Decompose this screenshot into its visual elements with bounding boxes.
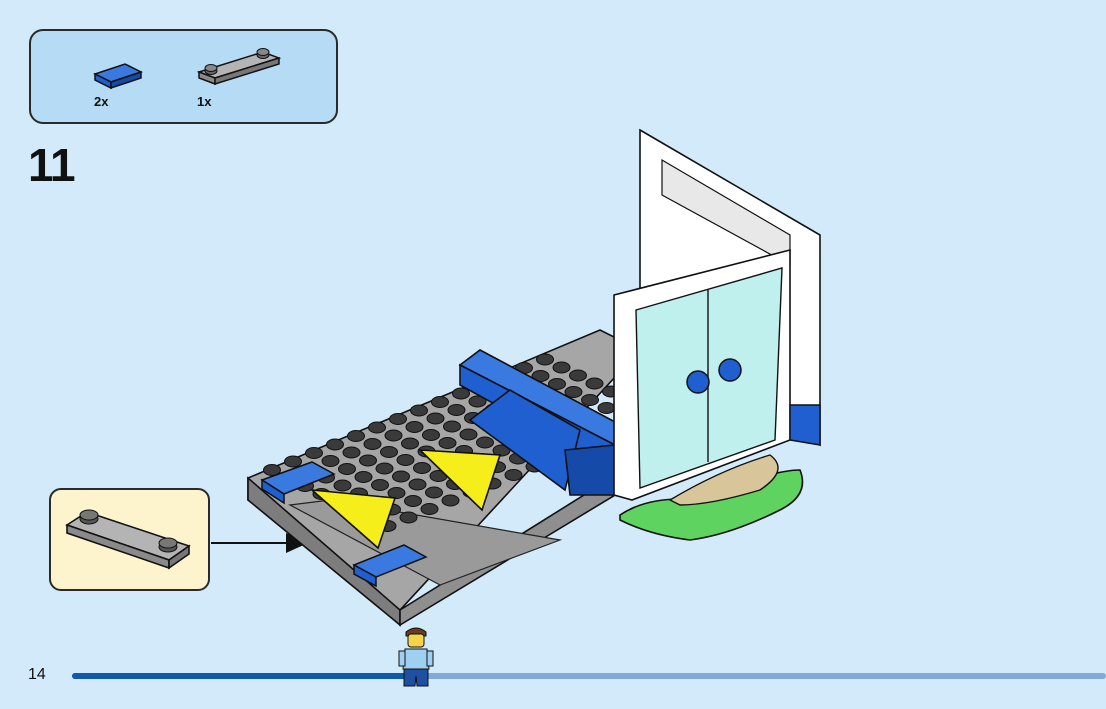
stud bbox=[425, 486, 443, 499]
blue-tile-icon bbox=[93, 63, 143, 90]
stud bbox=[492, 444, 511, 457]
window-frame bbox=[613, 128, 821, 501]
stud bbox=[342, 446, 361, 459]
stud bbox=[284, 455, 302, 468]
stud bbox=[552, 361, 571, 374]
stud bbox=[476, 436, 494, 449]
stud bbox=[404, 495, 422, 507]
stud bbox=[371, 479, 389, 491]
progress-fill bbox=[72, 673, 409, 679]
green-plant bbox=[619, 454, 804, 541]
stud bbox=[321, 455, 340, 467]
progress-track bbox=[72, 673, 1106, 679]
stud bbox=[347, 430, 365, 442]
step-number: 11 bbox=[28, 139, 76, 191]
stud bbox=[438, 437, 457, 449]
stud bbox=[426, 412, 445, 425]
stud bbox=[420, 503, 439, 515]
stud bbox=[410, 404, 428, 417]
stud bbox=[405, 421, 424, 433]
stud bbox=[585, 377, 604, 390]
stud bbox=[333, 479, 352, 492]
stud bbox=[384, 429, 403, 442]
stud bbox=[387, 487, 406, 499]
stud bbox=[459, 428, 478, 441]
stud bbox=[536, 353, 554, 366]
stud bbox=[413, 462, 431, 474]
stud bbox=[305, 447, 323, 459]
stud bbox=[359, 454, 377, 467]
stud bbox=[443, 420, 461, 433]
stud bbox=[392, 470, 410, 483]
stud bbox=[548, 378, 566, 390]
stud bbox=[363, 438, 382, 450]
stud bbox=[504, 469, 523, 481]
stud bbox=[263, 464, 281, 476]
stud bbox=[338, 463, 356, 475]
pointer-arrow-icon bbox=[211, 533, 308, 553]
quantity-gray-plate: 1x bbox=[197, 94, 212, 109]
stud bbox=[401, 437, 419, 450]
page-number: 14 bbox=[28, 666, 46, 683]
stud bbox=[368, 421, 386, 434]
stud bbox=[399, 511, 418, 524]
stud bbox=[326, 438, 344, 451]
stud bbox=[468, 395, 487, 408]
stud bbox=[447, 404, 466, 416]
stud bbox=[396, 454, 415, 466]
stud bbox=[354, 471, 373, 483]
stud bbox=[375, 462, 394, 475]
stud bbox=[422, 429, 440, 441]
stud bbox=[569, 369, 587, 382]
quantity-blue-tile: 2x bbox=[94, 94, 109, 109]
callout-box bbox=[49, 488, 210, 591]
stud bbox=[564, 386, 583, 398]
stud bbox=[597, 402, 616, 414]
parts-list-box: 2x 1x bbox=[29, 29, 338, 124]
yellow-tiles bbox=[309, 449, 502, 550]
stud bbox=[452, 387, 470, 400]
stud bbox=[431, 396, 449, 408]
stud bbox=[380, 446, 398, 458]
stud bbox=[389, 413, 407, 425]
gray-plate-icon bbox=[196, 48, 282, 86]
stud bbox=[441, 494, 460, 507]
blue-tiles bbox=[260, 461, 428, 588]
gray-plate-icon bbox=[65, 509, 191, 570]
stud bbox=[581, 394, 599, 406]
stud bbox=[408, 478, 427, 491]
minifigure-icon bbox=[398, 627, 434, 687]
